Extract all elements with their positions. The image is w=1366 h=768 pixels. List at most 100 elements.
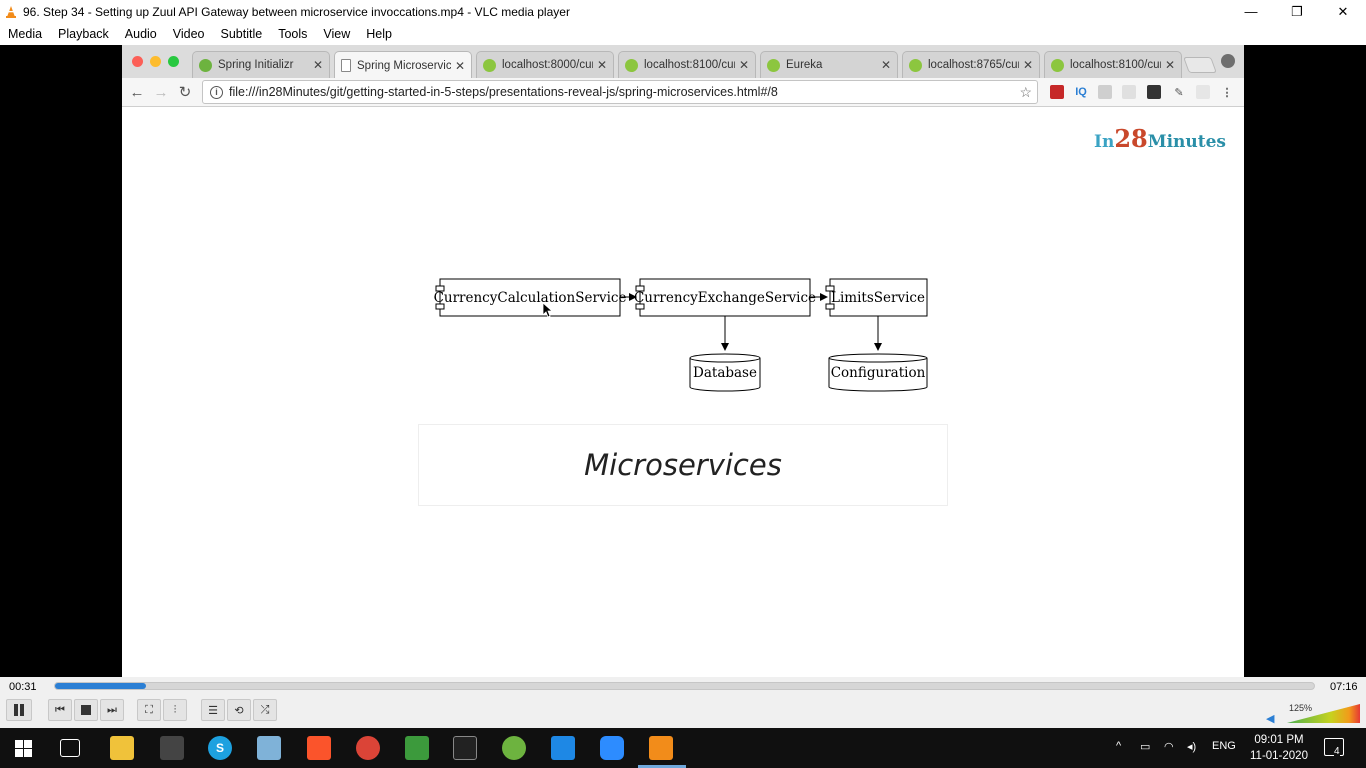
leaf-icon [767,58,780,72]
service-label: CurrencyExchangeService [634,290,816,306]
bookmark-star-icon[interactable]: ☆ [1019,83,1032,100]
tab-close-icon[interactable]: ✕ [880,58,891,72]
tab-localhost-8000[interactable]: localhost:8000/cur ✕ [476,51,614,78]
calculator-icon[interactable] [160,736,184,760]
stop-button[interactable] [74,699,98,721]
zoom-app-icon[interactable] [600,736,624,760]
sheets-icon[interactable] [405,736,429,760]
tab-strip: Spring Initializr ✕ Spring Microservic ✕… [122,45,1244,79]
shuffle-button[interactable]: ⤮ [253,699,277,721]
tab-close-icon[interactable]: ✕ [454,58,465,73]
menu-media[interactable]: Media [8,27,43,41]
vlc-icon [6,5,16,18]
chrome-icon[interactable] [356,736,380,760]
elapsed-time: 00:31 [9,681,37,693]
tab-localhost-8100-b[interactable]: localhost:8100/cur ✕ [1044,51,1182,78]
terminal-icon[interactable] [453,736,477,760]
extension-flag-icon[interactable] [1050,85,1064,99]
back-arrow-icon[interactable]: ← [129,83,145,101]
close-dot-icon[interactable] [132,56,143,67]
windows-taskbar: S ^ ▭ ◠ ◂) ENG 09:01 PM 11-01-2020 4 [0,728,1366,768]
page-icon [341,59,351,72]
store-label: Database [693,365,757,381]
task-view-icon[interactable] [60,739,80,757]
address-bar[interactable]: i file:///in28Minutes/git/getting-starte… [202,80,1038,104]
leaf-icon [909,58,922,72]
skype-icon[interactable]: S [208,736,232,760]
menu-help[interactable]: Help [366,27,392,41]
info-icon[interactable]: i [210,85,223,99]
previous-button[interactable]: ⏮ [48,699,72,721]
menu-audio[interactable]: Audio [124,27,157,41]
volume-tray-icon[interactable]: ◂) [1187,741,1197,753]
volume-slider[interactable] [1287,704,1360,723]
tab-spring-microservices[interactable]: Spring Microservic ✕ [334,51,472,79]
windows-start-icon[interactable] [15,740,32,757]
player-controls: 00:31 07:16 ⏮ ⏭ ⛶ ⫶ ☰ ⟲ ⤮ 125% ◀ [0,677,1366,728]
minimize-button[interactable]: — [1244,4,1258,19]
extension-glasses-icon[interactable] [1147,85,1161,99]
pause-button[interactable] [6,699,32,721]
profile-icon[interactable] [1221,54,1235,68]
in28minutes-logo: In28Minutes [1094,124,1226,153]
url-text: file:///in28Minutes/git/getting-started-… [229,85,778,99]
shuffle-icon: ⤮ [260,703,270,716]
next-button[interactable]: ⏭ [100,699,124,721]
new-tab-button[interactable] [1183,57,1217,73]
notepad-icon[interactable] [257,736,281,760]
close-button[interactable]: ✕ [1337,3,1349,19]
tray-chevron-icon[interactable]: ^ [1116,740,1122,752]
volume-percent: 125% [1289,703,1313,713]
menu-view[interactable]: View [323,27,351,41]
leaf-icon [1051,58,1064,72]
menu-playback[interactable]: Playback [58,27,109,41]
vscode-icon[interactable] [551,736,575,760]
tab-close-icon[interactable]: ✕ [1164,58,1175,72]
microservices-diagram: CurrencyCalculationService CurrencyExcha… [434,278,928,392]
menu-subtitle[interactable]: Subtitle [220,27,263,41]
battery-icon[interactable]: ▭ [1140,741,1151,753]
tab-eureka[interactable]: Eureka ✕ [760,51,898,78]
extension-js-icon[interactable] [1098,85,1112,99]
extension-dropper-icon[interactable]: ✎ [1174,86,1184,99]
service-limits: LimitsService [825,278,928,317]
tab-localhost-8765[interactable]: localhost:8765/cur ✕ [902,51,1040,78]
tab-spring-initializr[interactable]: Spring Initializr ✕ [192,51,330,78]
equalizer-icon: ⫶ [173,703,177,716]
tab-close-icon[interactable]: ✕ [1022,58,1033,72]
extended-settings-button[interactable]: ⫶ [163,699,187,721]
wifi-icon[interactable]: ◠ [1164,741,1174,753]
loop-button[interactable]: ⟲ [227,699,251,721]
minimize-dot-icon[interactable] [150,56,161,67]
service-currency-calculation: CurrencyCalculationService [434,278,626,317]
playlist-button[interactable]: ☰ [201,699,225,721]
clock-date: 11-01-2020 [1250,750,1308,762]
next-icon: ⏭ [107,703,117,716]
seek-bar[interactable] [54,682,1315,690]
file-explorer-icon[interactable] [110,736,134,760]
spring-tool-suite-icon[interactable] [502,736,526,760]
language-indicator[interactable]: ENG [1212,740,1236,752]
tab-close-icon[interactable]: ✕ [738,58,749,72]
brave-browser-icon[interactable] [307,736,331,760]
maximize-button[interactable]: ❐ [1291,3,1303,19]
reload-icon[interactable]: ↻ [178,84,192,101]
tab-localhost-8100[interactable]: localhost:8100/cur ✕ [618,51,756,78]
menu-tools[interactable]: Tools [278,27,308,41]
fullscreen-button[interactable]: ⛶ [137,699,161,721]
system-clock[interactable]: 09:01 PM 11-01-2020 [1250,732,1308,764]
spring-leaf-icon [199,58,212,72]
extension-sync-icon[interactable] [1122,85,1136,99]
tab-close-icon[interactable]: ✕ [596,58,607,72]
browser-toolbar: ← → ↻ i file:///in28Minutes/git/getting-… [122,78,1244,107]
menu-dots-icon[interactable]: ⋮ [1221,86,1233,99]
tab-close-icon[interactable]: ✕ [312,58,323,72]
extension-page-icon[interactable] [1196,85,1210,99]
store-configuration: Configuration [828,353,928,392]
menu-video[interactable]: Video [172,27,205,41]
extension-iq-icon[interactable]: IQ [1075,86,1087,98]
speaker-icon[interactable]: ◀ [1266,713,1275,725]
vlc-taskbar-icon[interactable] [649,736,673,760]
zoom-dot-icon[interactable] [168,56,179,67]
forward-arrow-icon[interactable]: → [153,83,169,101]
